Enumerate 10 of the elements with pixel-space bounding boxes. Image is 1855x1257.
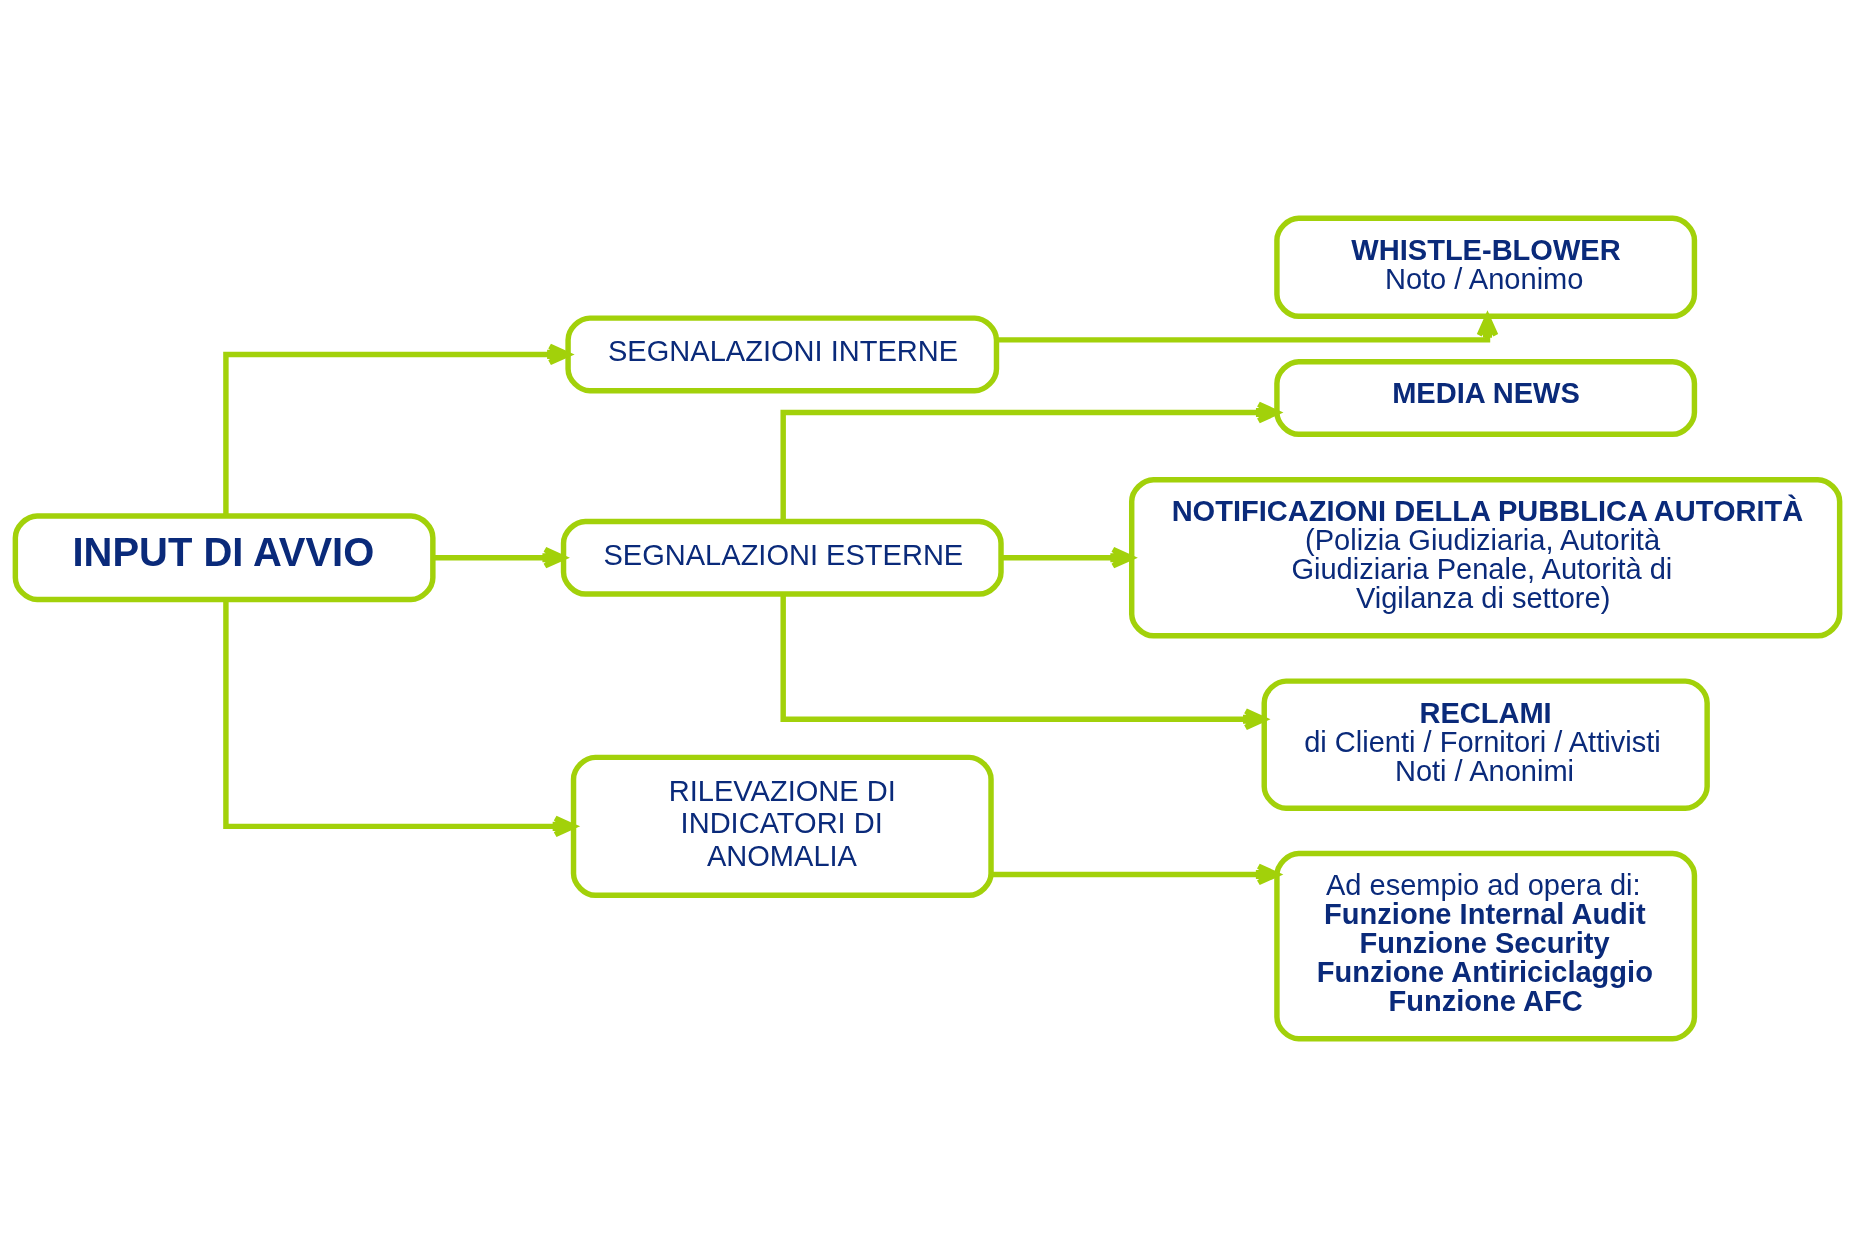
arrow (223, 599, 577, 838)
node-box: SEGNALAZIONI ESTERNE (560, 518, 1004, 597)
node-box: NOTIFICAZIONI DELLA PUBBLICA AUTORITÀ (Polizia Giudiziaria, Autorità Giudiziaria Penale, Autorità di Vigilanza di settore) (1129, 476, 1843, 639)
node-box: SEGNALAZIONI INTERNE (565, 315, 1000, 394)
node-box: MEDIA NEWS (1274, 358, 1698, 437)
node-box: Ad esempio ad opera di: Funzione Internal Audit Funzione Security Funzione Antiriciclaggio Funzione AFC (1274, 850, 1698, 1042)
node-box: RECLAMI di Clienti / Fornitori / Attivisti Noti / Anonimi (1261, 678, 1710, 811)
node-box: WHISTLE-BLOWER Noto / Anonimo (1274, 215, 1698, 319)
node-box: RILEVAZIONE DI INDICATORI DI ANOMALIA (570, 754, 994, 899)
node-box: INPUT DI AVVIO (12, 513, 436, 603)
